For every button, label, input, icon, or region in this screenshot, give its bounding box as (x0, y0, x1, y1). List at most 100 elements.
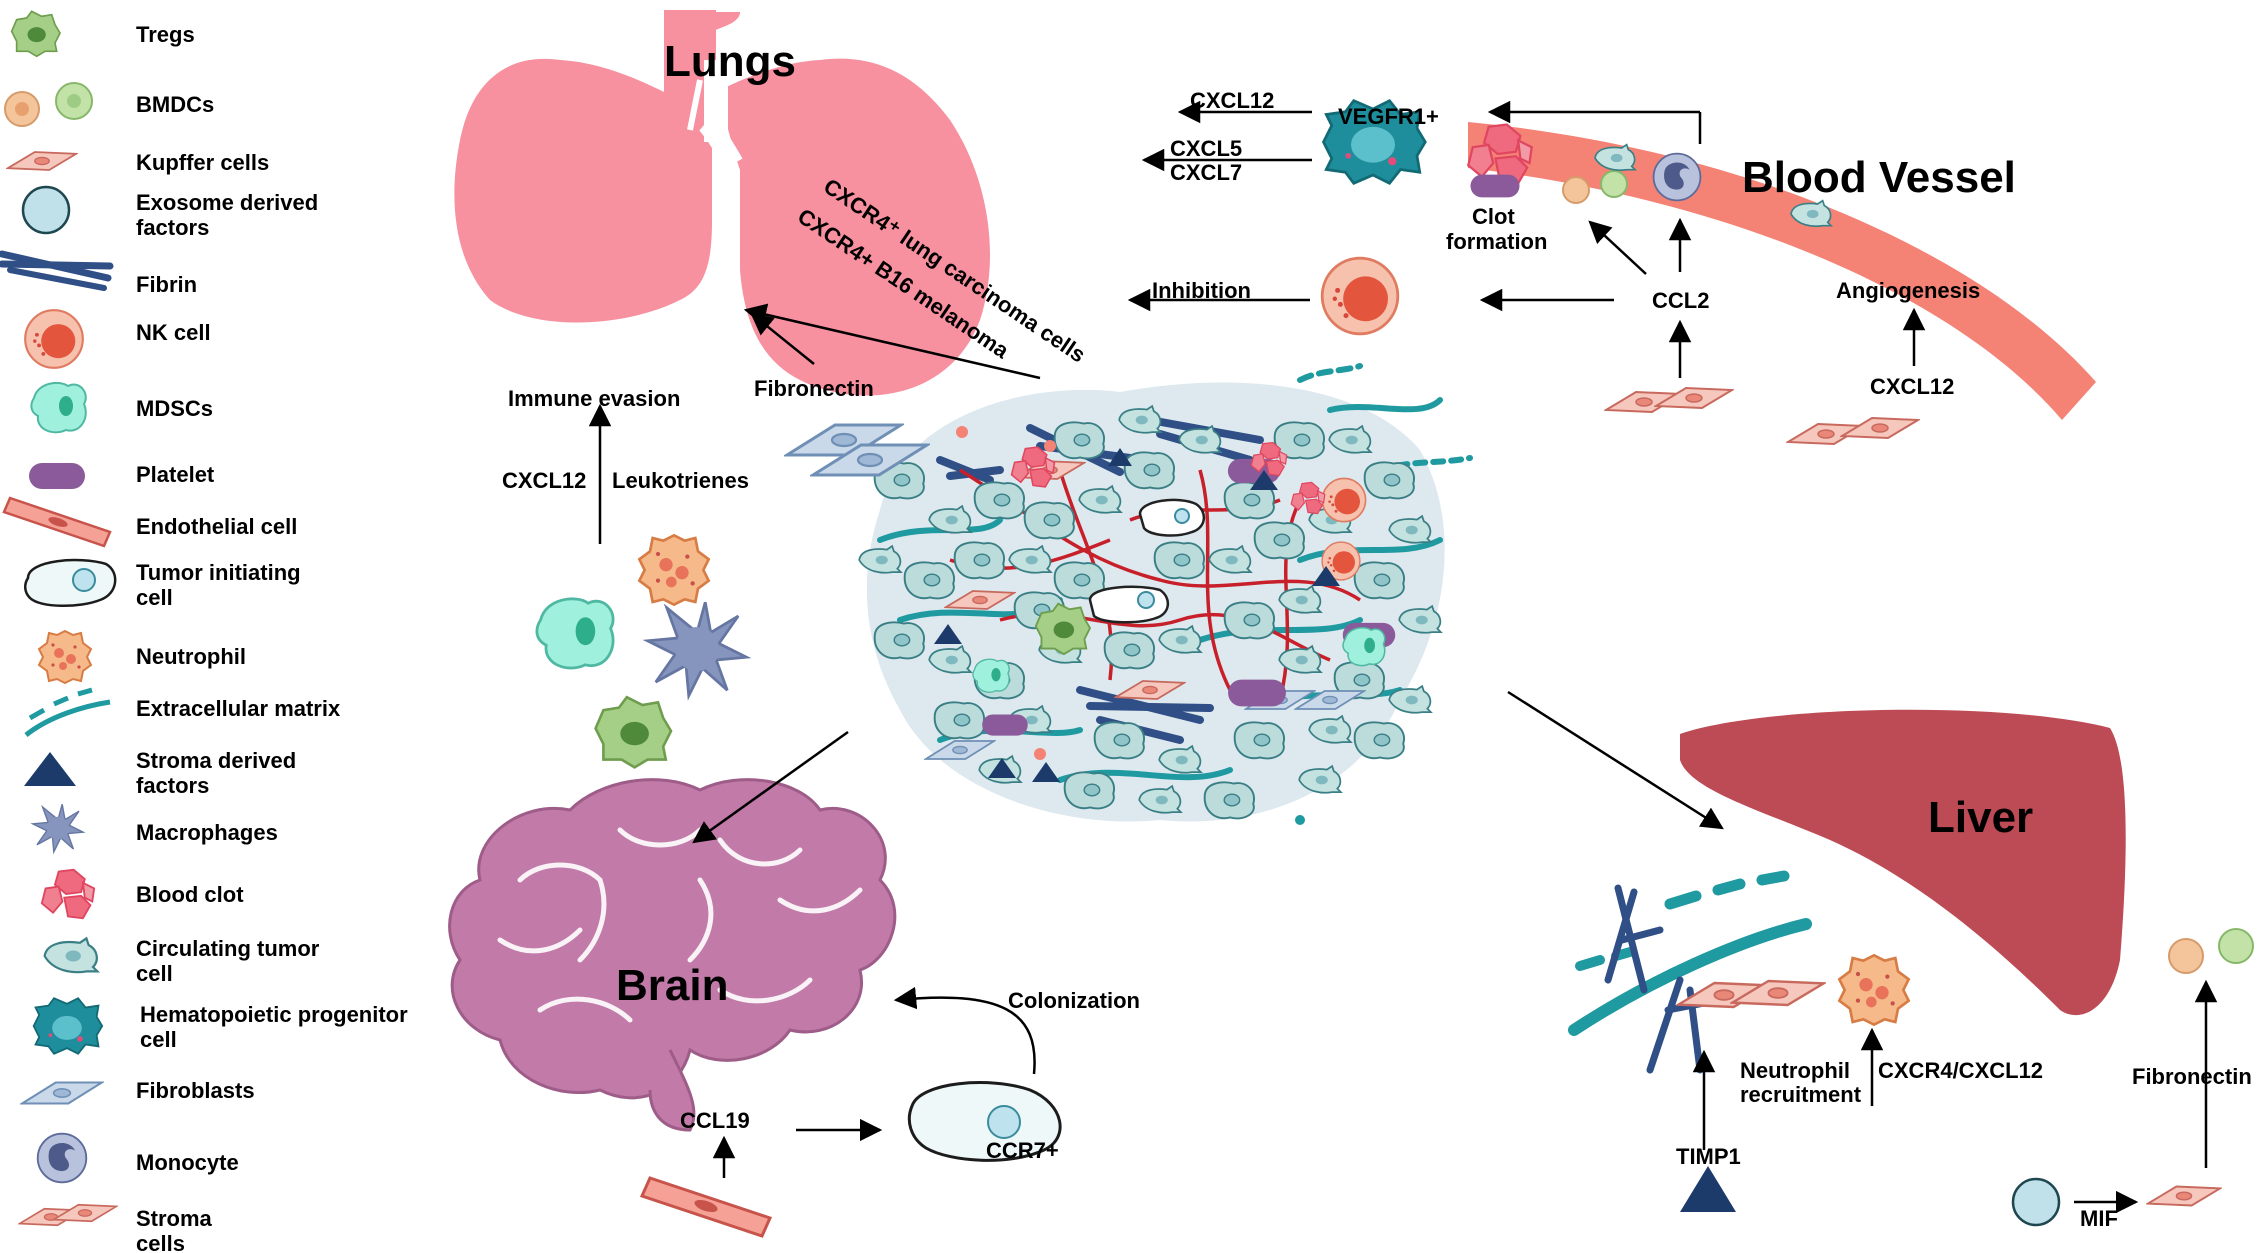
tumor-initiating-cell-icon (24, 558, 117, 608)
bmdc-icon (4, 82, 93, 127)
treg-icon (10, 10, 61, 58)
tumor-cell (903, 561, 956, 600)
cxcl12-left-label: CXCL12 (502, 468, 586, 493)
legend-label-extracellular-matrix: Extracellular matrix (136, 696, 341, 721)
stroma-cell-ccl2-b (1654, 386, 1734, 410)
legend-label-mdsc: MDSCs (136, 396, 213, 421)
tumor-cell (1123, 451, 1176, 490)
cluster-treg (594, 695, 673, 769)
liver-bmdc-green (2218, 928, 2254, 964)
legend-label-treg: Tregs (136, 22, 195, 47)
tumor-cell (1023, 501, 1076, 540)
colonization-label: Colonization (1008, 988, 1140, 1013)
legend-label-endothelial-cell: Endothelial cell (136, 514, 297, 539)
pathway-arrows (588, 100, 2218, 1214)
tumor-cell (1093, 721, 1146, 760)
liver-label: Liver (1928, 793, 2033, 842)
fibronectin-lung-label: Fibronectin (754, 376, 874, 401)
primary-tumor-mass (858, 363, 1473, 825)
monocyte-icon (36, 1132, 88, 1184)
legend-label-stroma-derived-factor: Stroma derived (136, 748, 296, 773)
mdsc-icon (30, 381, 87, 434)
legend-label-blood-clot: Blood clot (136, 882, 244, 907)
cxcr4-cxcl12-label: CXCR4/CXCL12 (1878, 1058, 2043, 1083)
legend-label-circulating-tumor-cell: Circulating tumor (136, 936, 320, 961)
cxcl12-vessel-label: CXCL12 (1870, 374, 1954, 399)
vessel-bmdc-green (1600, 170, 1628, 198)
legend-label-neutrophil: Neutrophil (136, 644, 246, 669)
legend-label-circulating-tumor-cell-line2: cell (136, 961, 173, 986)
legend-label-kupffer-cell: Kupffer cells (136, 150, 269, 175)
legend-label-tumor-initiating-cell: Tumor initiating (136, 560, 301, 585)
legend-label-exosome: Exosome derived (136, 190, 318, 215)
platelet-icon (29, 463, 85, 489)
tumor-cell (1063, 771, 1116, 810)
nk-cell-icon (24, 309, 84, 369)
vessel-bmdc-orange (1562, 176, 1590, 204)
ccl2-label: CCL2 (1652, 288, 1709, 313)
extracellular-matrix-icon (24, 687, 111, 737)
cluster-mdsc (535, 597, 615, 670)
legend-label-stroma-derived-factor-line2: factors (136, 773, 209, 798)
nk-cell (1320, 256, 1400, 336)
lungs-label: Lungs (664, 37, 796, 86)
lungs-organ: Lungs (454, 10, 990, 396)
blood-vessel: Blood Vessel (1467, 122, 2096, 420)
legend-label-hematopoietic-progenitor-cell-line2: cell (140, 1027, 177, 1052)
liver-neutrophil (1837, 953, 1911, 1027)
neutrophil-icon (37, 629, 93, 685)
tumor-cell (873, 621, 926, 660)
tumor-cell (973, 481, 1026, 520)
legend-label-stroma-cell: Stroma (136, 1206, 213, 1231)
blood-clot-icon (40, 868, 96, 920)
tumor-cell (1353, 561, 1406, 600)
liver-bmdc-orange (2168, 938, 2204, 974)
stroma-cell-icon (18, 1203, 118, 1227)
brain-organ: Brain (448, 778, 897, 1132)
brain-label: Brain (616, 961, 728, 1010)
liver-niche (1568, 870, 1911, 1074)
ccr7-tumor-initiating-cell (907, 1081, 1062, 1162)
liver-exosome (2011, 1177, 2061, 1227)
legend-label-fibrin: Fibrin (136, 272, 197, 297)
kupffer-cell-icon (6, 151, 78, 171)
vegfr1-label: VEGFR1+ (1338, 104, 1439, 129)
angiogenesis-label: Angiogenesis (1836, 278, 1980, 303)
macrophage-icon (32, 803, 84, 853)
legend-label-nk-cell: NK cell (136, 320, 211, 345)
fibrin-icon (0, 250, 114, 291)
legend-label-stroma-cell-line2: cells (136, 1231, 185, 1253)
legend-label-monocyte: Monocyte (136, 1150, 239, 1175)
liver-stroma-cell (2146, 1185, 2222, 1207)
ccr7-label: CCR7+ (986, 1138, 1059, 1163)
vessel-monocyte (1652, 152, 1702, 202)
tumor-cell (1223, 601, 1276, 640)
liver-organ: Liver (1680, 709, 2126, 1016)
ccl19-label: CCL19 (680, 1108, 750, 1133)
fibronectin-liver-label: Fibronectin (2132, 1064, 2252, 1089)
legend-label-fibroblast: Fibroblasts (136, 1078, 255, 1103)
legend-label-bmdc: BMDCs (136, 92, 214, 117)
cxcl5-label: CXCL5 (1170, 136, 1242, 161)
neutrophil-recruitment-label-2: recruitment (1740, 1082, 1862, 1107)
cxcl12-top-label: CXCL12 (1190, 88, 1274, 113)
cluster-macrophage (646, 600, 748, 698)
stroma-derived-factor-icon (24, 752, 76, 786)
legend-label-platelet: Platelet (136, 462, 215, 487)
tumor-cell (1233, 721, 1286, 760)
timp1-label: TIMP1 (1676, 1144, 1741, 1169)
clot-formation-label-1: Clot (1472, 204, 1515, 229)
stroma-cell-cxcl12-b (1840, 416, 1920, 440)
vessel-platelet (1470, 174, 1520, 198)
neutrophil-recruitment-label-1: Neutrophil (1740, 1058, 1850, 1083)
exosome-icon (21, 185, 71, 235)
endothelial-cell-icon (2, 496, 112, 548)
tumor-cell (1353, 721, 1406, 760)
timp1-factor-icon (1680, 1166, 1736, 1212)
legend-label-tumor-initiating-cell-line2: cell (136, 585, 173, 610)
inhibition-label: Inhibition (1152, 278, 1251, 303)
hematopoietic-progenitor-cell-icon (32, 997, 104, 1055)
